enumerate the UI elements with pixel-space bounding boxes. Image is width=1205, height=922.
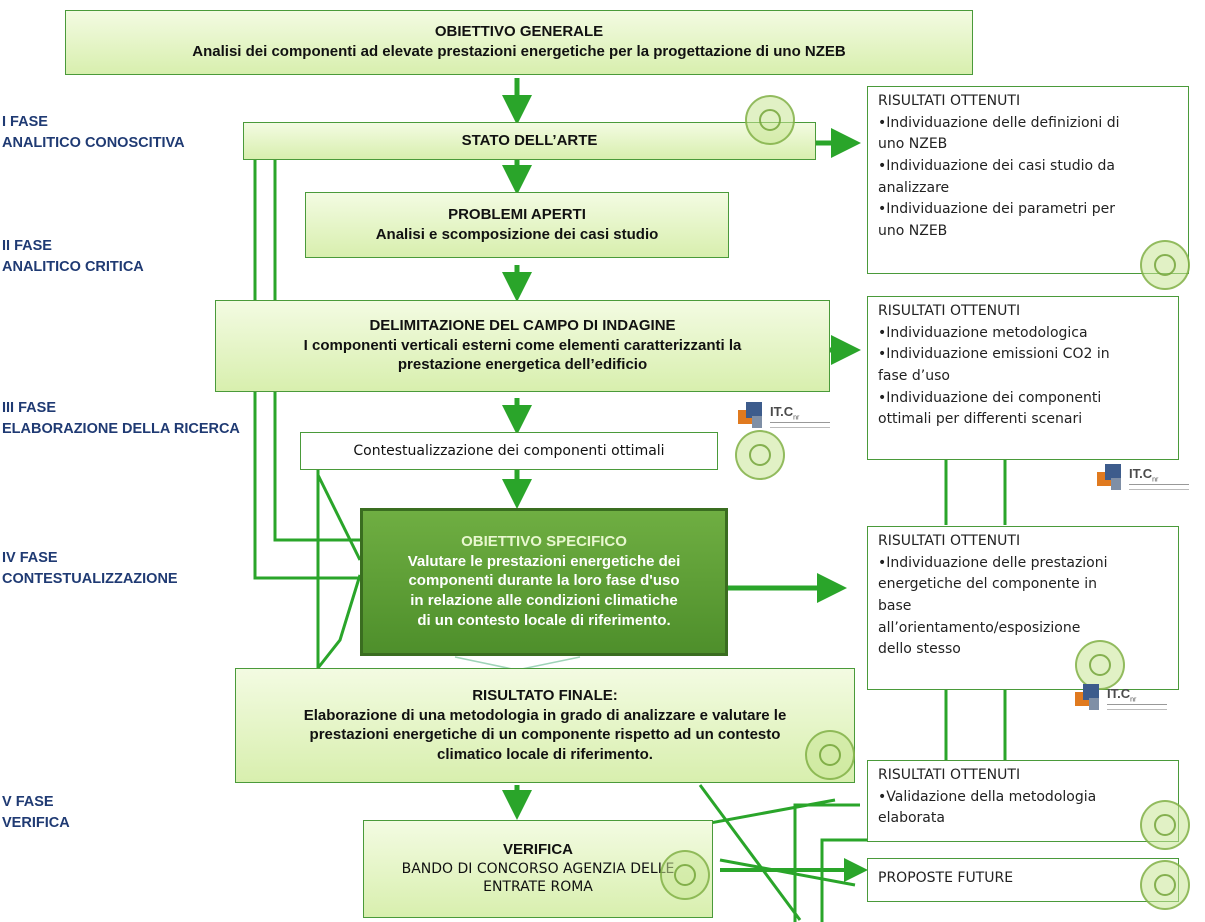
- stato-arte-title: STATO DELL’ARTE: [461, 131, 598, 149]
- risultati-4-line: elaborata: [878, 810, 945, 827]
- obiettivo-specifico-line-4: di un contesto locale di riferimento.: [417, 612, 671, 630]
- delimitazione-box: DELIMITAZIONE DEL CAMPO DI INDAGINE I co…: [215, 300, 830, 392]
- proposte-future-box: PROPOSTE FUTURE: [867, 858, 1179, 902]
- obiettivo-generale-text: Analisi dei componenti ad elevate presta…: [192, 43, 846, 61]
- phase-3-name: ELABORAZIONE DELLA RICERCA: [2, 421, 240, 438]
- risultati-1-line: uno NZEB: [878, 223, 948, 240]
- risultati-3-heading: RISULTATI OTTENUTI: [878, 533, 1021, 549]
- seal-logo: [660, 850, 710, 900]
- risultato-finale-title: RISULTATO FINALE:: [472, 686, 618, 704]
- phase-2-label: II FASE ANALITICO CRITICA: [2, 236, 144, 278]
- phase-3-number: III FASE: [2, 400, 56, 416]
- risultati-1-line: •Individuazione dei parametri per: [878, 201, 1116, 218]
- phase-1-name: ANALITICO CONOSCITIVA: [2, 135, 185, 152]
- phase-1-label: I FASE ANALITICO CONOSCITIVA: [2, 112, 185, 154]
- phase-2-number: II FASE: [2, 238, 52, 254]
- phase-5-number: V FASE: [2, 794, 54, 810]
- risultato-finale-line-1: Elaborazione di una metodologia in grado…: [303, 706, 787, 724]
- itc-logo-text: IT.Cnr: [770, 404, 800, 422]
- branch-line-3: [719, 858, 856, 887]
- risultati-3-line: base: [878, 598, 912, 615]
- verifica-line-2: ENTRATE ROMA: [483, 879, 593, 896]
- branch-line-4: [793, 803, 860, 922]
- risultati-1-line: uno NZEB: [878, 136, 948, 153]
- contestualizzazione-text: Contestualizzazione dei componenti ottim…: [353, 442, 665, 459]
- risultato-finale-line-3: climatico locale di riferimento.: [437, 745, 653, 763]
- seal-logo: [735, 430, 785, 480]
- bracket-line-5: [316, 474, 362, 561]
- phase-5-name: VERIFICA: [2, 815, 70, 832]
- obiettivo-specifico-line-1: Valutare le prestazioni energetiche dei: [407, 552, 681, 570]
- phase-3-label: III FASE ELABORAZIONE DELLA RICERCA: [2, 398, 240, 440]
- risultati-2-line: ottimali per differenti scenari: [878, 411, 1083, 428]
- contestualizzazione-box: Contestualizzazione dei componenti ottim…: [300, 432, 718, 470]
- risultati-box-4: RISULTATI OTTENUTI •Validazione della me…: [867, 760, 1179, 842]
- verifica-line-1: BANDO DI CONCORSO AGENZIA DELLE: [401, 861, 675, 878]
- phase-5-label: V FASE VERIFICA: [2, 792, 70, 834]
- risultati-box-2: RISULTATI OTTENUTI •Individuazione metod…: [867, 296, 1179, 460]
- risultati-1-line: •Individuazione dei casi studio da: [878, 158, 1115, 175]
- obiettivo-specifico-line-3: in relazione alle condizioni climatiche: [410, 592, 678, 610]
- itc-logo-text: IT.Cnr: [1129, 466, 1159, 484]
- risultati-2-line: •Individuazione emissioni CO2 in: [878, 346, 1110, 363]
- branch-line-1: [698, 784, 802, 921]
- risultati-3-line: •Individuazione delle prestazioni: [878, 554, 1108, 571]
- risultati-3-line: energetiche del componente in: [878, 576, 1097, 593]
- risultato-finale-box: RISULTATO FINALE: Elaborazione di una me…: [235, 668, 855, 783]
- risultati-2-heading: RISULTATI OTTENUTI: [878, 303, 1021, 319]
- bracket-line-2: [273, 160, 360, 542]
- delimitazione-line-1: I componenti verticali esterni come elem…: [303, 336, 742, 354]
- risultati-2-line: fase d’uso: [878, 368, 950, 385]
- seal-logo: [1140, 240, 1190, 290]
- itc-logo: IT.Cnr: [1075, 682, 1175, 722]
- problemi-aperti-box: PROBLEMI APERTI Analisi e scomposizione …: [305, 192, 729, 258]
- phase-4-label: IV FASE CONTESTUALIZZAZIONE: [2, 548, 178, 590]
- risultati-1-line: •Individuazione delle definizioni di: [878, 114, 1120, 131]
- seal-logo: [805, 730, 855, 780]
- risultati-2-line: •Individuazione dei componenti: [878, 389, 1102, 406]
- risultati-box-1: RISULTATI OTTENUTI •Individuazione delle…: [867, 86, 1189, 274]
- verifica-box: VERIFICA BANDO DI CONCORSO AGENZIA DELLE…: [363, 820, 713, 918]
- phase-2-name: ANALITICO CRITICA: [2, 259, 144, 276]
- phase-4-name: CONTESTUALIZZAZIONE: [2, 571, 178, 588]
- verifica-title: VERIFICA: [502, 841, 573, 859]
- bracket-line-6: [316, 574, 362, 669]
- obiettivo-generale-box: OBIETTIVO GENERALE Analisi dei component…: [65, 10, 973, 75]
- risultati-4-line: •Validazione della metodologia: [878, 788, 1097, 805]
- problemi-aperti-text: Analisi e scomposizione dei casi studio: [375, 225, 659, 243]
- risultati-box-3: RISULTATI OTTENUTI •Individuazione delle…: [867, 526, 1179, 690]
- risultati-4-heading: RISULTATI OTTENUTI: [878, 767, 1021, 783]
- seal-logo: [1075, 640, 1125, 690]
- seal-logo: [745, 95, 795, 145]
- proposte-future-heading: PROPOSTE FUTURE: [878, 870, 1014, 886]
- obiettivo-specifico-box: OBIETTIVO SPECIFICO Valutare le prestazi…: [360, 508, 728, 656]
- delimitazione-line-2: prestazione energetica dell’edificio: [397, 356, 648, 374]
- itc-logo: IT.Cnr: [1097, 462, 1197, 502]
- risultati-3-line: dello stesso: [878, 641, 961, 658]
- itc-logo: IT.Cnr: [738, 400, 838, 440]
- phase-4-number: IV FASE: [2, 550, 58, 566]
- phase-1-number: I FASE: [2, 114, 48, 130]
- itc-logo-text: IT.Cnr: [1107, 686, 1137, 704]
- risultati-1-heading: RISULTATI OTTENUTI: [878, 93, 1021, 109]
- obiettivo-generale-title: OBIETTIVO GENERALE: [434, 23, 604, 41]
- risultati-1-line: analizzare: [878, 179, 950, 196]
- obiettivo-specifico-line-2: componenti durante la loro fase d'uso: [408, 572, 680, 590]
- risultato-finale-line-2: prestazioni energetiche di un componente…: [309, 726, 781, 744]
- seal-logo: [1140, 860, 1190, 910]
- problemi-aperti-title: PROBLEMI APERTI: [448, 205, 586, 223]
- seal-logo: [1140, 800, 1190, 850]
- delimitazione-title: DELIMITAZIONE DEL CAMPO DI INDAGINE: [369, 317, 676, 335]
- risultati-2-line: •Individuazione metodologica: [878, 324, 1088, 341]
- obiettivo-specifico-title: OBIETTIVO SPECIFICO: [461, 532, 627, 550]
- risultati-3-line: all’orientamento/esposizione: [878, 619, 1081, 636]
- stato-arte-box: STATO DELL’ARTE: [243, 122, 816, 160]
